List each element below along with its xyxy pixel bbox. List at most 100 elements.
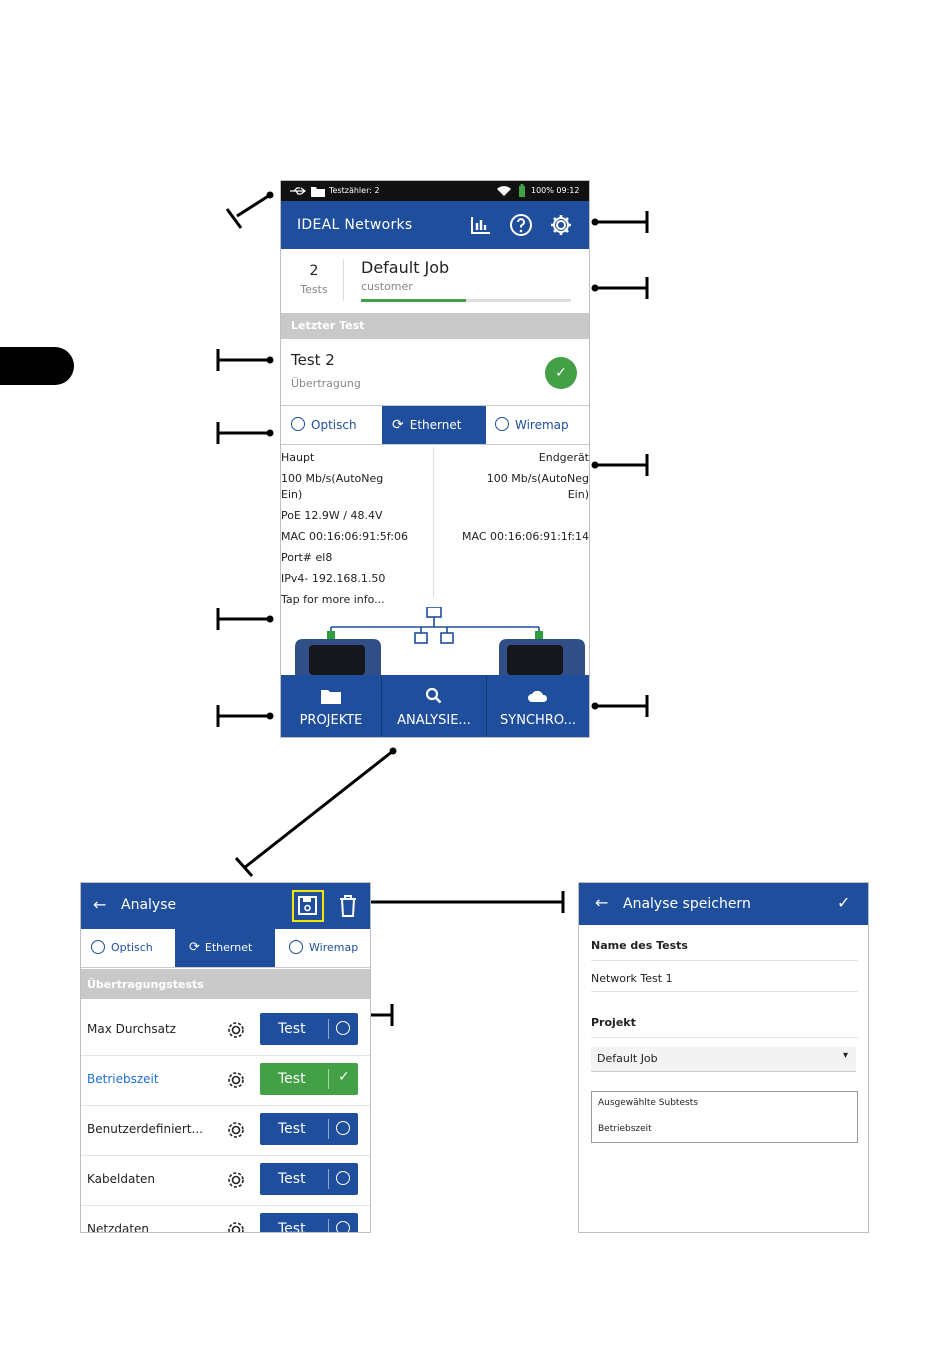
nav-projekte[interactable]: PROJEKTE (281, 675, 381, 737)
last-test-name: Test 2 (291, 351, 335, 369)
button-label: Test (278, 1171, 306, 1187)
project-select[interactable]: Default Job ▾ (591, 1047, 856, 1072)
confirm-check-icon[interactable]: ✓ (837, 893, 851, 912)
main-screen: Testzähler: 2 100% 09:12 IDEAL Networks … (280, 180, 590, 738)
main-mac: MAC 00:16:06:91:5f:06 (281, 530, 408, 543)
save-title: Analyse speichern (623, 896, 751, 912)
chapter-tab (0, 347, 74, 385)
project-label: Projekt (591, 1016, 636, 1029)
cloud-icon (528, 690, 548, 702)
help-icon[interactable] (509, 213, 533, 237)
transfer-tests-header: Übertragungstests (81, 969, 370, 999)
pass-check-icon: ✓ (545, 357, 577, 389)
delete-icon[interactable] (337, 893, 359, 919)
bottom-nav: PROJEKTE ANALYSIE... SYNCHRO... (281, 675, 589, 737)
tab-optisch[interactable]: Optisch (91, 929, 177, 967)
tab-label: Wiremap (309, 941, 359, 954)
tab-wiremap[interactable]: Wiremap (289, 929, 370, 967)
subtests-value: Betriebszeit (598, 1124, 652, 1134)
divider (486, 675, 487, 737)
gear-icon[interactable] (225, 1069, 247, 1091)
dropdown-icon: ▾ (842, 1050, 848, 1061)
test-counter: Testzähler: 2 (329, 186, 380, 195)
gear-icon[interactable] (549, 213, 573, 237)
nav-label: ANALYSIE... (397, 713, 471, 728)
nav-label: PROJEKTE (299, 713, 363, 728)
remote-speed: 100 Mb/s(AutoNeg (486, 472, 589, 485)
nav-synchro[interactable]: SYNCHRO... (487, 675, 589, 737)
app-title: IDEAL Networks (297, 217, 413, 233)
remote-speed-cont: Ein) (567, 488, 589, 501)
subtests-label: Ausgewählte Subtests (598, 1098, 698, 1108)
run-test-button[interactable]: Test ✓ (260, 1063, 358, 1095)
test-type-tabs: Optisch ⟳Ethernet Wiremap (281, 405, 589, 445)
check-icon: ✓ (338, 1069, 350, 1085)
test-name: Kabeldaten (87, 1172, 156, 1186)
selected-subtests-box: Ausgewählte Subtests Betriebszeit (591, 1091, 858, 1143)
last-test-card[interactable]: Test 2 Übertragung ✓ (281, 339, 589, 403)
wifi-icon (497, 186, 511, 196)
search-icon (425, 687, 442, 704)
main-speed-cont: Ein) (281, 488, 303, 501)
section-label: Übertragungstests (87, 978, 204, 991)
job-card[interactable]: 2 Tests Default Job customer (281, 249, 589, 311)
divider (591, 1037, 858, 1038)
gear-icon[interactable] (225, 1169, 247, 1191)
job-customer: customer (361, 280, 413, 293)
job-title: Default Job (361, 258, 450, 277)
tab-label: Optisch (111, 941, 153, 954)
back-arrow-icon[interactable]: ← (93, 895, 107, 914)
main-speed: 100 Mb/s(AutoNeg (281, 472, 384, 485)
test-name: Betriebszeit (87, 1072, 159, 1086)
button-label: Test (278, 1121, 306, 1137)
divider (343, 259, 344, 301)
test-row-benutzerdefiniert: Benutzerdefiniert... Test (81, 1105, 370, 1156)
gear-icon[interactable] (225, 1219, 247, 1233)
run-test-button[interactable]: Test (260, 1113, 358, 1145)
poe-value: PoE 12.9W / 48.4V (281, 509, 383, 522)
refresh-icon: ⟳ (392, 417, 404, 433)
nav-label: SYNCHRO... (500, 713, 576, 728)
refresh-icon: ⟳ (189, 940, 200, 955)
run-test-button[interactable]: Test (260, 1163, 358, 1195)
test-row-max-durchsatz: Max Durchsatz Test (81, 1005, 370, 1056)
back-arrow-icon[interactable]: ← (595, 893, 609, 912)
test-count: 2 (309, 263, 319, 279)
divider (381, 675, 382, 737)
battery-time: 100% 09:12 (531, 186, 580, 195)
gear-icon[interactable] (225, 1019, 247, 1041)
save-analysis-screen: ← Analyse speichern ✓ Name des Tests Net… (578, 882, 869, 1233)
gear-icon[interactable] (225, 1119, 247, 1141)
chart-icon[interactable] (469, 213, 493, 237)
app-bar: IDEAL Networks (281, 201, 589, 249)
folder-icon (321, 690, 341, 704)
test-name: Netzdaten (87, 1222, 150, 1233)
tab-ethernet[interactable]: ⟳Ethernet (175, 929, 275, 967)
run-test-button[interactable]: Test (260, 1013, 358, 1045)
tab-ethernet[interactable]: ⟳Ethernet (382, 406, 486, 444)
run-test-button[interactable]: Test (260, 1213, 358, 1232)
usb-icon (290, 187, 306, 195)
test-row-kabeldaten: Kabeldaten Test (81, 1155, 370, 1206)
divider (591, 991, 858, 992)
link-info-panel[interactable]: Haupt Endgerät 100 Mb/s(AutoNeg Ein) 100… (281, 447, 589, 607)
more-info-link[interactable]: Tap for more info... (281, 593, 385, 606)
project-value: Default Job (597, 1052, 658, 1065)
status-circle-icon (336, 1171, 350, 1185)
analyse-screen: ← Analyse Optisch ⟳Ethernet Wiremap Über… (80, 882, 371, 1233)
button-label: Test (278, 1071, 306, 1087)
test-name: Max Durchsatz (87, 1022, 176, 1036)
status-circle-icon (336, 1021, 350, 1035)
save-button[interactable] (292, 890, 324, 922)
network-illustration (281, 607, 589, 675)
tab-optisch[interactable]: Optisch (291, 406, 383, 444)
test-name-input[interactable]: Network Test 1 (591, 972, 673, 985)
remote-header: Endgerät (538, 451, 589, 464)
section-label: Letzter Test (291, 319, 365, 332)
tab-wiremap[interactable]: Wiremap (495, 406, 589, 444)
port-value: Port# el8 (281, 551, 333, 564)
status-circle-icon (336, 1221, 350, 1232)
nav-analyse[interactable]: ANALYSIE... (382, 675, 486, 737)
status-circle-icon (336, 1121, 350, 1135)
